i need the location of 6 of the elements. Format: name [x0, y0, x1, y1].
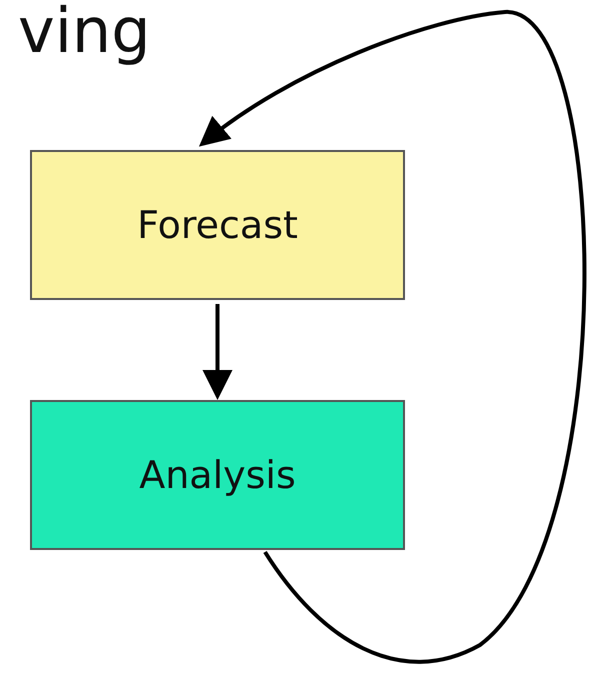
arrow — [198, 10, 586, 664]
process-box — [30, 400, 405, 550]
box-label: Forecast — [137, 203, 298, 247]
box-label: Analysis — [139, 453, 296, 497]
arrow — [202, 304, 232, 400]
process-box — [30, 150, 405, 300]
